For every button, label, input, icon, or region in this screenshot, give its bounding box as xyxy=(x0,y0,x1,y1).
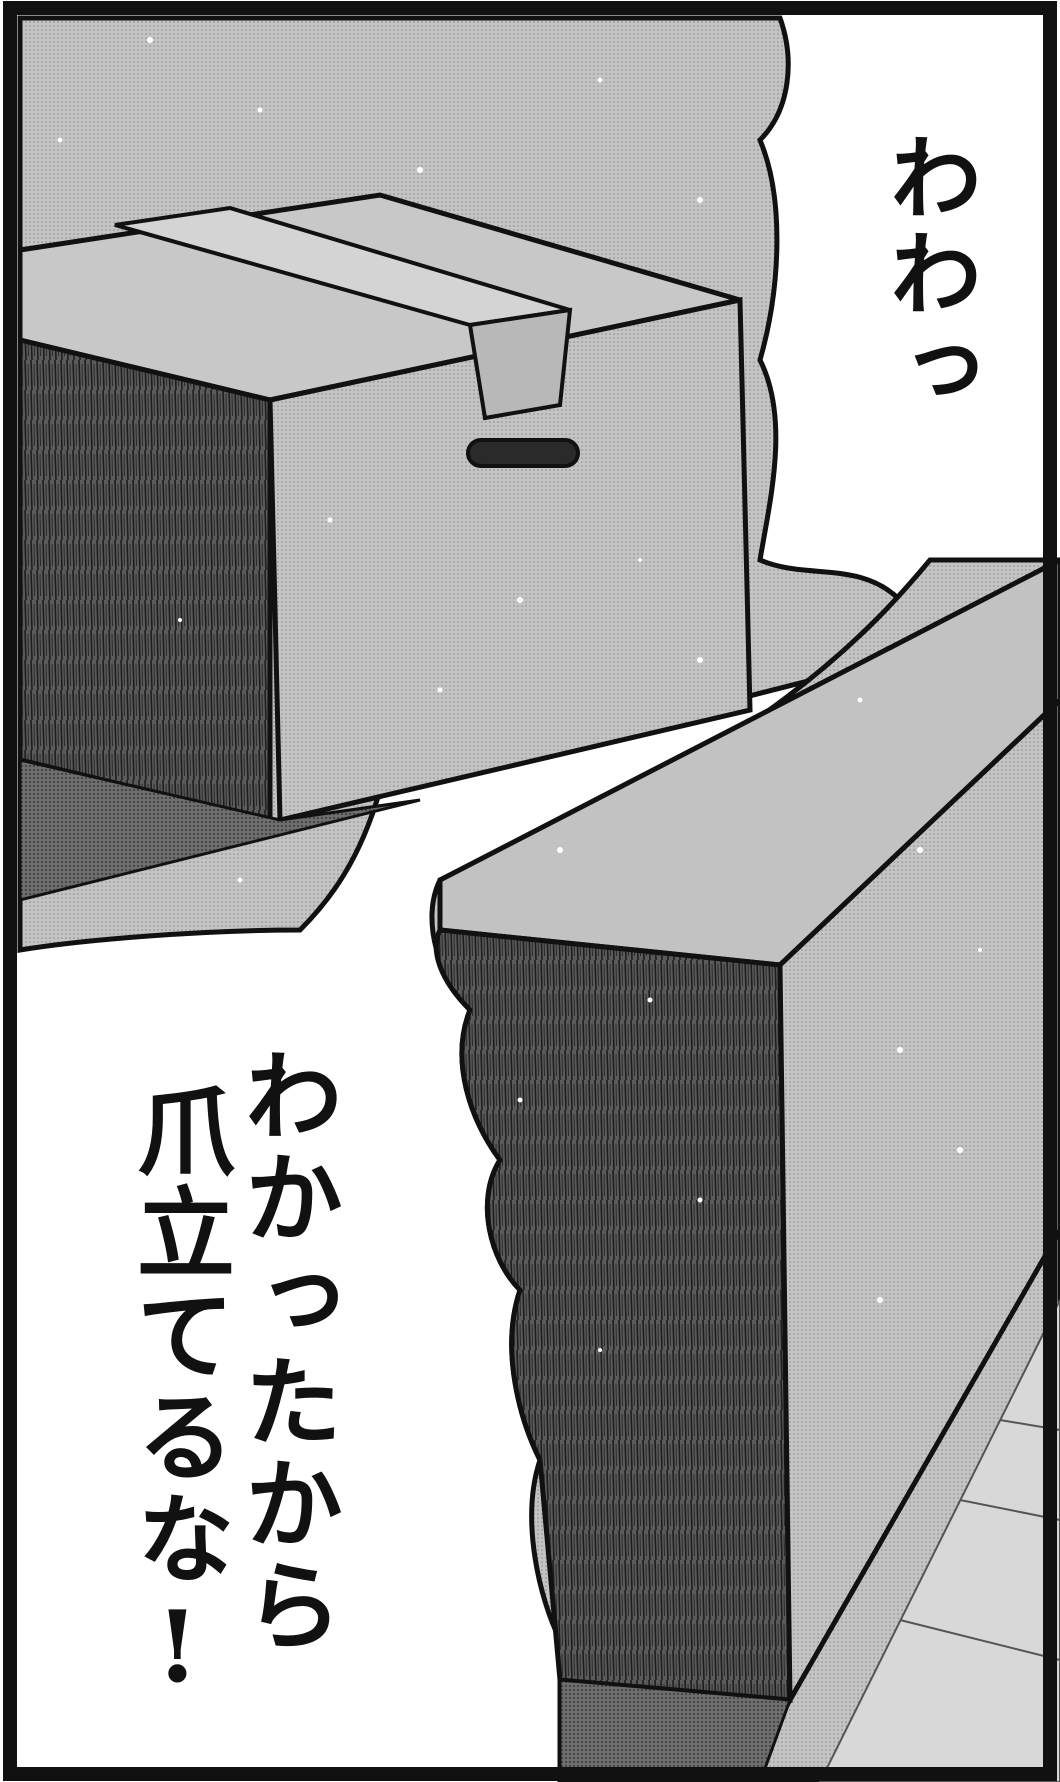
dialogue-line-1: わかったから xyxy=(227,1045,343,1657)
sound-effect-text: わわっ xyxy=(874,130,983,418)
panel-border xyxy=(3,1,1057,1781)
box-handle-hole xyxy=(466,438,580,468)
tone-speckles xyxy=(57,37,982,1352)
cardboard-box-lower xyxy=(433,557,1060,1782)
dialogue-line-2: 爪立てるな! xyxy=(119,1080,235,1709)
cardboard-box-upper xyxy=(17,192,753,902)
